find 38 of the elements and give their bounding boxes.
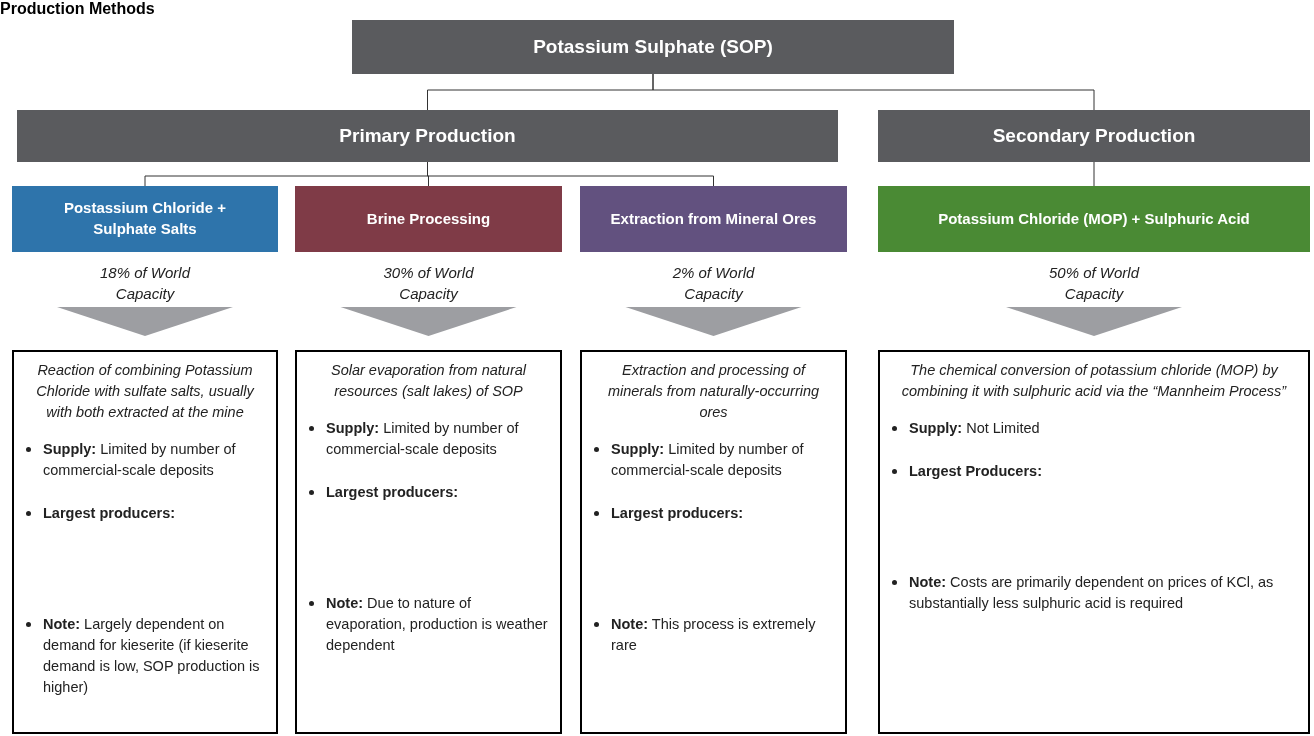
bullet-text: Supply: Not Limited (909, 419, 1040, 438)
heading-box: Potassium Sulphate (SOP) (352, 20, 954, 74)
heading-box: Secondary Production (878, 110, 1310, 162)
chevron-arrow (1006, 307, 1182, 336)
chevron-arrow (625, 307, 802, 336)
bullet-text: Largest Producers: (909, 462, 1042, 481)
bullet-text: Supply: Limited by number of commercial-scale deposits (43, 440, 237, 480)
connector-line (652, 73, 1095, 111)
bullet-text: Supply: Limited by number of commercial-scale deposits (326, 419, 520, 459)
connector-line (1093, 161, 1095, 187)
capacity-note: 2% of World Capacity (671, 263, 756, 304)
bullet-text: Note: Costs are primarily dependent on prices of KCl, as substantially less sulphuric acid is required (909, 573, 1275, 613)
bullet-text: Largest producers: (43, 504, 176, 523)
description-box (878, 350, 1310, 734)
category-box: Extraction from Mineral Ores (580, 186, 847, 252)
heading-box: Primary Production (17, 110, 838, 162)
chevron-arrow (340, 307, 517, 336)
category-box: Postassium Chloride + Sulphate Salts (12, 186, 278, 252)
category-box: Brine Processing (295, 186, 562, 252)
capacity-note: 18% of World Capacity (98, 263, 192, 304)
chevron-arrow (57, 307, 233, 336)
capacity-note: 50% of World Capacity (1047, 263, 1141, 304)
description-text: Solar evaporation from natural resources (salt lakes) of SOP (329, 361, 528, 401)
bullet-text: Largest producers: (326, 483, 459, 502)
page-title: Production Methods (0, 0, 155, 18)
bullet-text: Note: This process is extremely rare (611, 615, 817, 655)
bullet-text: Supply: Limited by number of commercial-scale deposits (611, 440, 805, 480)
description-text: The chemical conversion of potassium chloride (MOP) by combining it with sulphuric acid via the “Mannheim Process” (900, 361, 1288, 401)
description-box (12, 350, 278, 734)
description-text: Extraction and processing of minerals from naturally-occurring ores (606, 361, 821, 422)
bullet-text: Note: Due to nature of evaporation, production is weather dependent (326, 594, 548, 655)
description-box (580, 350, 847, 734)
description-box (295, 350, 562, 734)
bullet-text: Largest producers: (611, 504, 744, 523)
description-text: Reaction of combining Potassium Chloride with sulfate salts, usually with both extracted at the mine (35, 361, 256, 422)
capacity-note: 30% of World Capacity (382, 263, 475, 304)
bullet-text: Note: Largely dependent on demand for kieserite (if kieserite demand is low, SOP production is higher) (43, 615, 261, 697)
category-box: Potassium Chloride (MOP) + Sulphuric Acid (878, 186, 1310, 252)
